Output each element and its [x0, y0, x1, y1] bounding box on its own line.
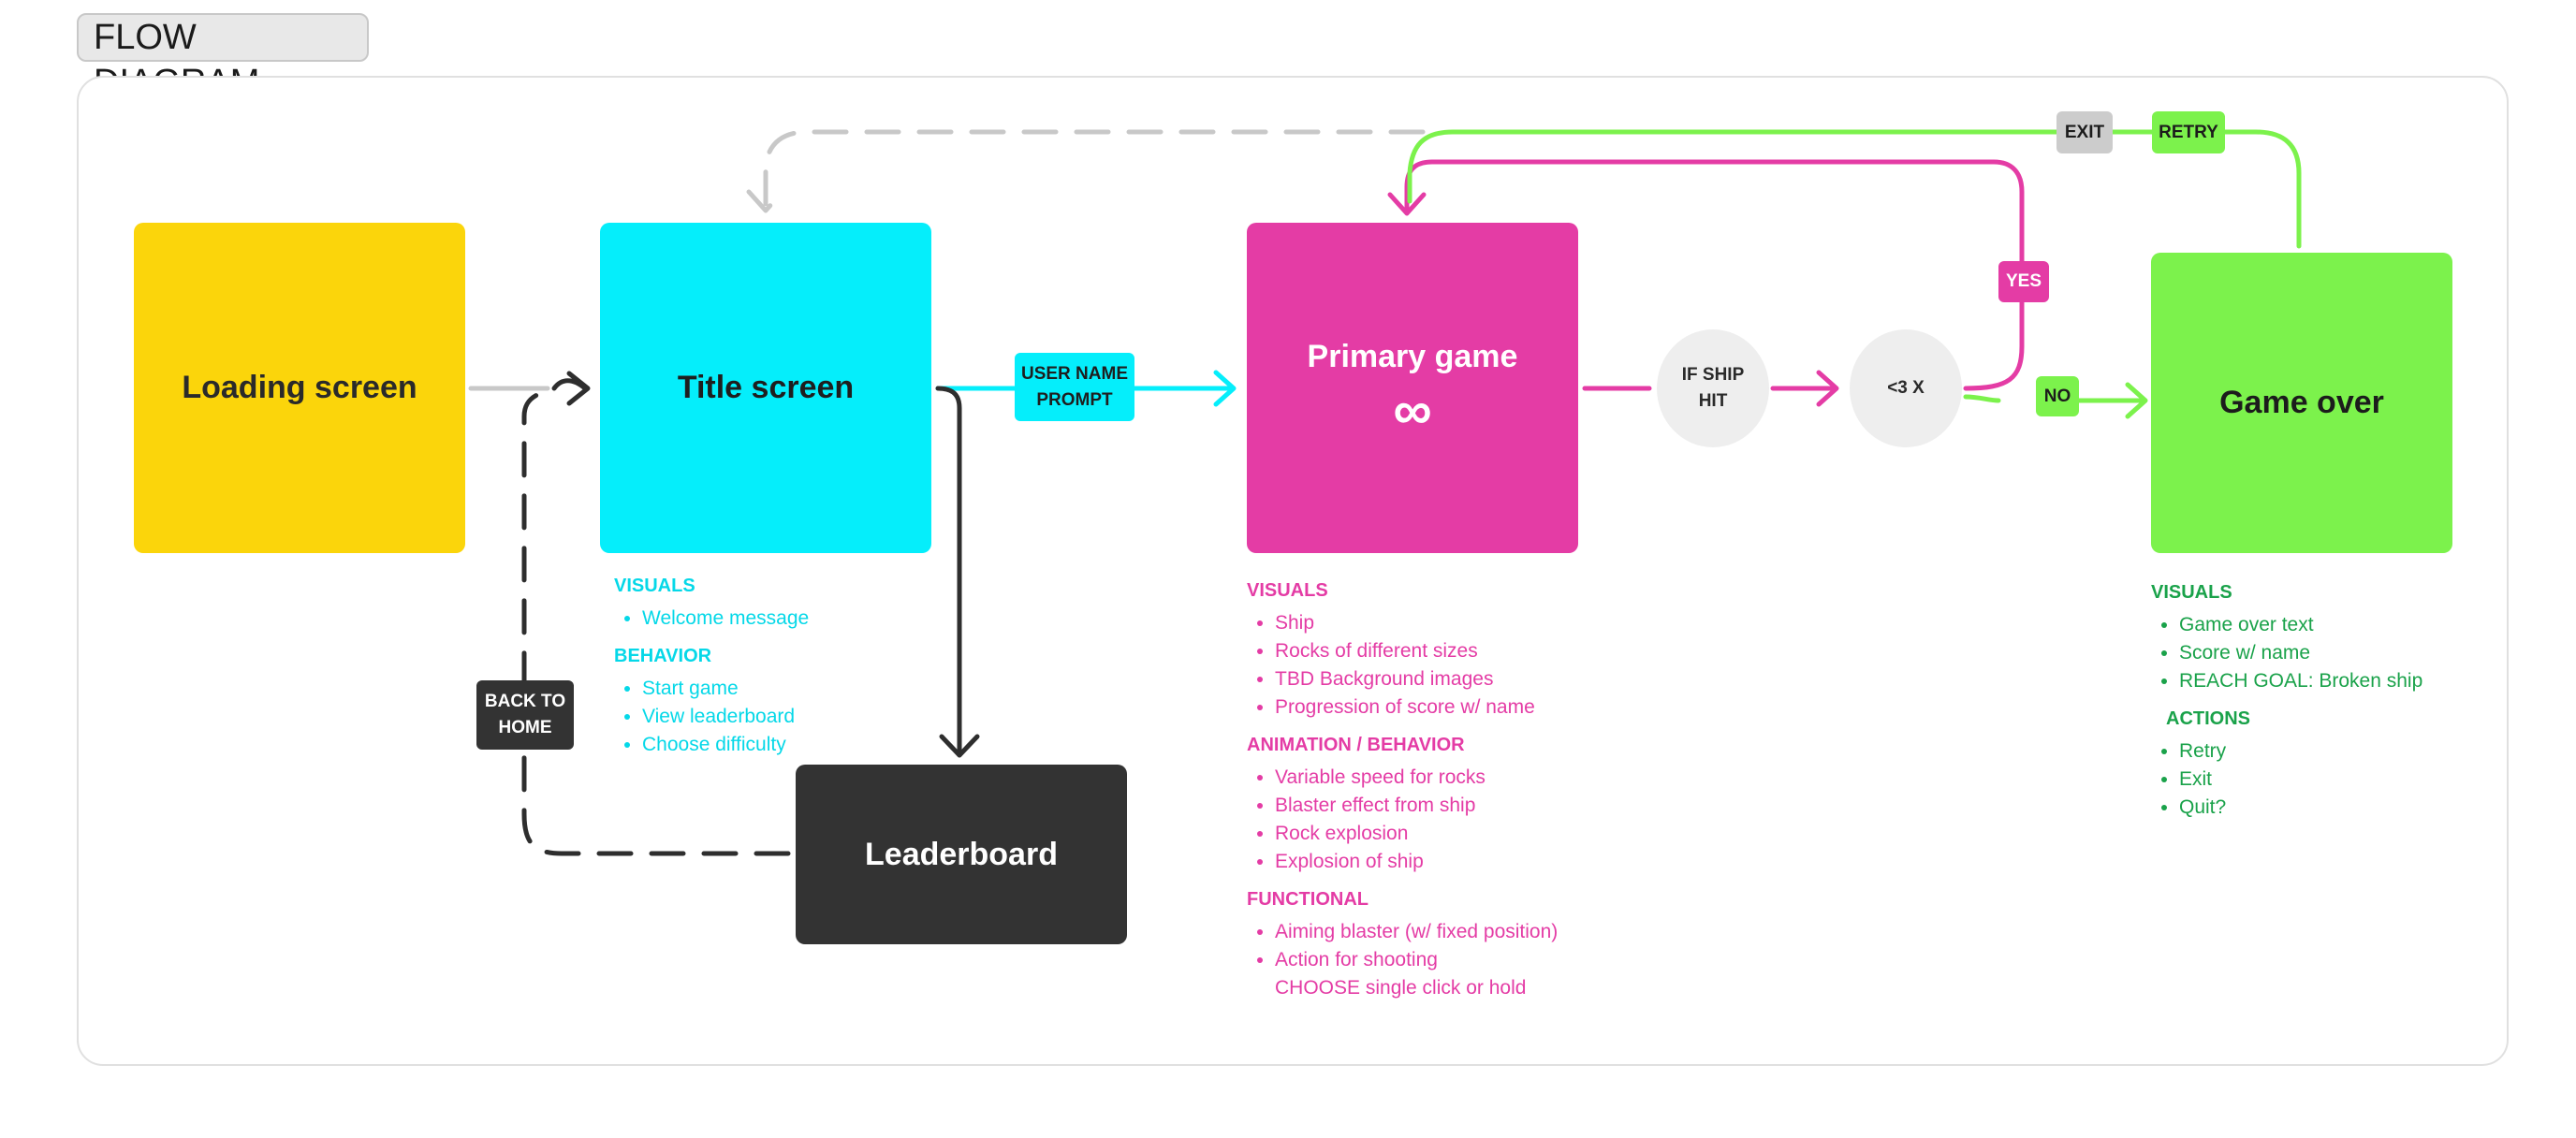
user-name-prompt-line-2: PROMPT: [1036, 389, 1113, 410]
notes-title-visuals-list: Welcome message: [614, 605, 932, 633]
list-item: Rock explosion: [1275, 820, 1640, 848]
list-item: TBD Background images: [1275, 665, 1640, 693]
arrow-leaderboard-to-title: [521, 390, 791, 856]
node-title-label: Title screen: [677, 370, 855, 405]
infinity-icon: ∞: [1393, 380, 1432, 441]
node-title-screen: Title screen: [600, 223, 931, 553]
edge-label-back-to-home: BACK TO HOME: [476, 680, 574, 750]
notes-game-over: VISUALS Game over text Score w/ name REA…: [2151, 582, 2507, 835]
node-game-over-label: Game over: [2219, 385, 2384, 420]
notes-primary-game: VISUALS Ship Rocks of different sizes TB…: [1247, 580, 1640, 1002]
notes-go-actions-heading: ACTIONS: [2166, 708, 2250, 729]
notes-primary-visuals-list: Ship Rocks of different sizes TBD Backgr…: [1247, 609, 1640, 722]
node-leaderboard: Leaderboard: [796, 765, 1127, 944]
arrow-ship-hit-to-lt3: [1770, 370, 1839, 407]
decision-if-ship-hit: IF SHIP HIT: [1657, 329, 1769, 447]
notes-primary-functional-list: Aiming blaster (w/ fixed position) Actio…: [1247, 918, 1640, 974]
notes-go-visuals-list: Game over text Score w/ name REACH GOAL:…: [2151, 611, 2507, 695]
back-to-home-line-2: HOME: [498, 718, 552, 737]
node-game-over: Game over: [2151, 253, 2452, 553]
decision-less-than-3-label: <3 X: [1887, 378, 1925, 398]
list-item: Aiming blaster (w/ fixed position): [1275, 918, 1640, 946]
notes-go-visuals-heading: VISUALS: [2151, 582, 2232, 603]
edge-label-retry: RETRY: [2152, 111, 2225, 153]
arrow-title-to-leaderboard: [935, 386, 980, 758]
arrow-retry-to-primary: [1407, 129, 2302, 249]
arrow-exit-to-title: [746, 129, 1426, 213]
list-item: Ship: [1275, 609, 1640, 637]
list-item: Choose difficulty: [642, 731, 932, 759]
list-item: Action for shooting: [1275, 946, 1640, 974]
edge-label-exit: EXIT: [2056, 111, 2113, 153]
list-item: Retry: [2179, 737, 2507, 766]
list-item: View leaderboard: [642, 703, 932, 731]
decision-less-than-3: <3 X: [1850, 329, 1962, 447]
list-item: Start game: [642, 675, 932, 703]
node-loading-screen: Loading screen: [134, 223, 465, 553]
list-item: Game over text: [2179, 611, 2507, 639]
edge-label-user-name-prompt: USER NAME PROMPT: [1015, 353, 1134, 421]
notes-primary-animation-heading: ANIMATION / BEHAVIOR: [1247, 735, 1465, 755]
back-to-home-line-1: BACK TO: [484, 692, 566, 711]
decision-if-ship-hit-line-1: IF SHIP: [1681, 365, 1745, 385]
list-item: Blaster effect from ship: [1275, 792, 1640, 820]
list-item: REACH GOAL: Broken ship: [2179, 667, 2507, 695]
list-item: Score w/ name: [2179, 639, 2507, 667]
notes-title-visuals-heading: VISUALS: [614, 576, 695, 596]
node-primary-game: Primary game ∞: [1247, 223, 1578, 553]
node-leaderboard-label: Leaderboard: [865, 836, 1058, 872]
notes-title-screen: VISUALS Welcome message BEHAVIOR Start g…: [614, 576, 932, 772]
list-item: Quit?: [2179, 794, 2507, 822]
notes-primary-animation-list: Variable speed for rocks Blaster effect …: [1247, 764, 1640, 876]
notes-title-behavior-heading: BEHAVIOR: [614, 646, 712, 666]
decision-if-ship-hit-line-2: HIT: [1698, 391, 1728, 411]
list-item: Rocks of different sizes: [1275, 637, 1640, 665]
user-name-prompt-line-1: USER NAME: [1020, 363, 1128, 384]
notes-title-behavior-list: Start game View leaderboard Choose diffi…: [614, 675, 932, 759]
list-item: Variable speed for rocks: [1275, 764, 1640, 792]
edge-label-yes: YES: [1998, 261, 2049, 302]
list-item: Welcome message: [642, 605, 932, 633]
node-primary-label: Primary game: [1307, 339, 1518, 374]
notes-go-actions-list: Retry Exit Quit?: [2151, 737, 2507, 822]
notes-primary-functional-heading: FUNCTIONAL: [1247, 889, 1368, 910]
notes-primary-visuals-heading: VISUALS: [1247, 580, 1328, 601]
arrow-no-to-game-over: [1963, 382, 2148, 419]
edge-label-no: NO: [2036, 376, 2079, 416]
arrow-loading-to-title-head: [551, 371, 591, 406]
list-item: Explosion of ship: [1275, 848, 1640, 876]
notes-primary-functional-note: CHOOSE single click or hold: [1275, 977, 1527, 999]
list-item: Progression of score w/ name: [1275, 693, 1640, 722]
node-loading-label: Loading screen: [182, 370, 417, 405]
list-item: Exit: [2179, 766, 2507, 794]
